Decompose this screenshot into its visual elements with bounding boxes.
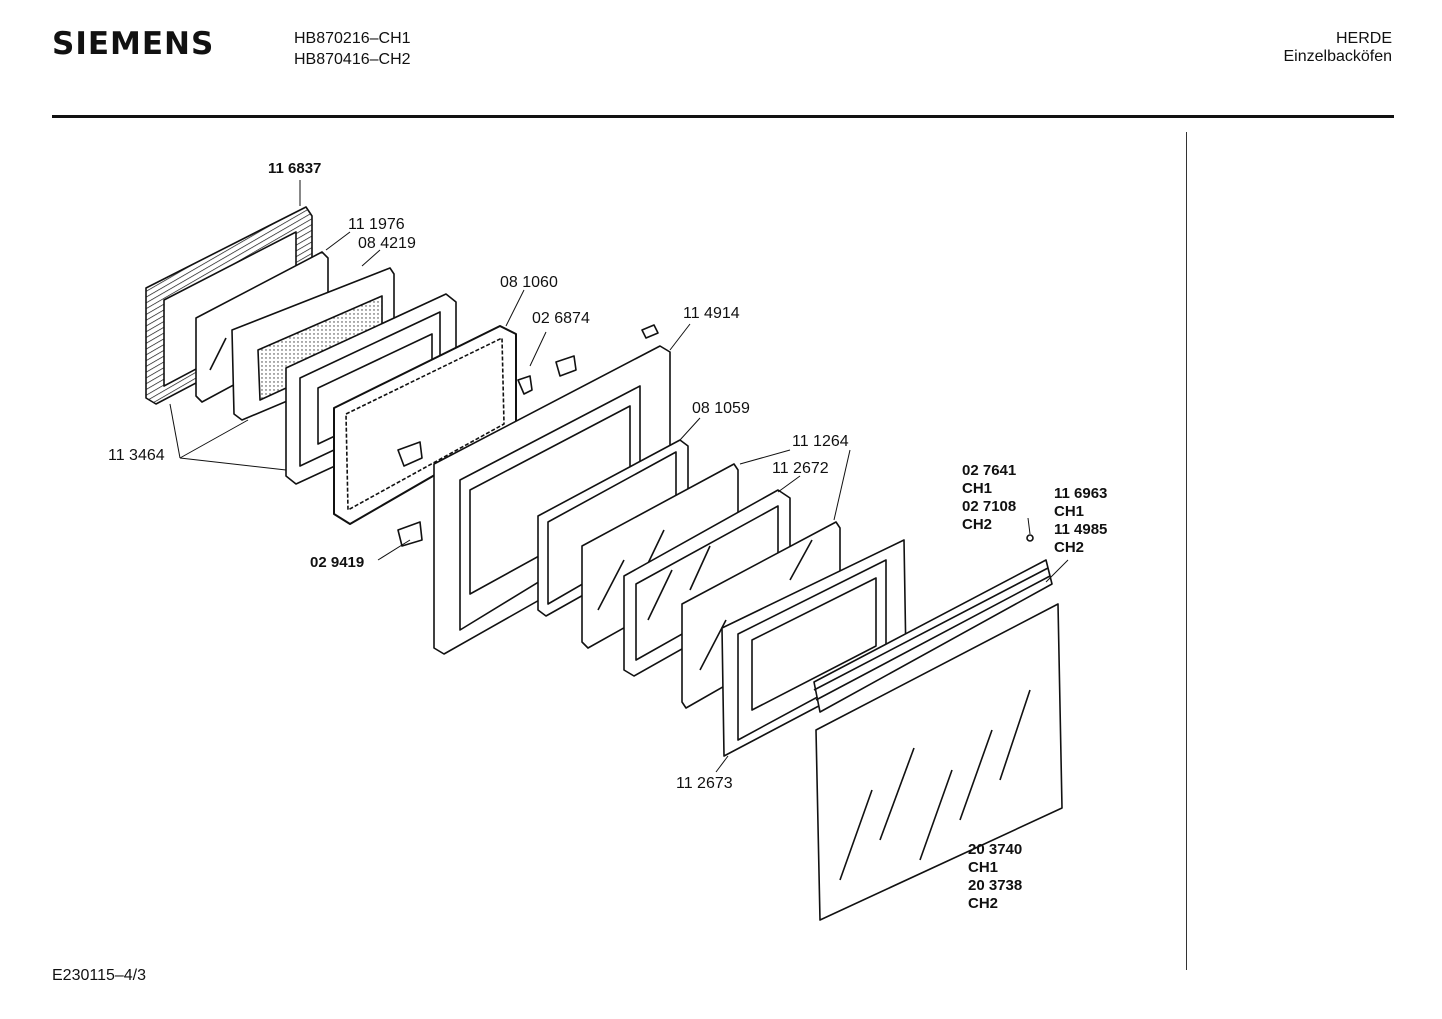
label-026874: 02 6874 — [532, 310, 590, 327]
part-clips — [517, 355, 577, 395]
label-111264: 11 1264 — [792, 433, 849, 450]
label-081060: 08 1060 — [500, 274, 558, 291]
category-title: HERDE — [1335, 30, 1392, 47]
header-rule — [52, 115, 1394, 118]
model-number-2: HB870416–CH2 — [294, 51, 411, 68]
label-116963: 11 6963 CH1 11 4985 CH2 — [1054, 485, 1108, 556]
brand-logo: SIEMENS — [52, 26, 215, 62]
label-112672: 11 2672 — [772, 460, 829, 477]
part-handle-strip — [813, 559, 1053, 713]
label-116837: 11 6837 — [268, 160, 322, 177]
label-081059: 08 1059 — [692, 400, 750, 417]
label-027641: 02 7641 CH1 02 7108 CH2 — [962, 462, 1017, 533]
label-114914: 11 4914 — [683, 305, 740, 322]
label-029419: 02 9419 — [310, 554, 365, 571]
model-number-1: HB870216–CH1 — [294, 30, 411, 47]
label-112673: 11 2673 — [676, 775, 733, 792]
margin-rule — [1186, 132, 1187, 970]
part-front-glass — [815, 603, 1063, 921]
label-113464: 11 3464 — [108, 447, 165, 464]
part-screw — [1026, 534, 1034, 542]
label-084219: 08 4219 — [358, 235, 416, 252]
label-203740: 20 3740 CH1 20 3738 CH2 — [968, 841, 1023, 912]
document-code: E230115–4/3 — [52, 967, 147, 984]
category-subtitle: Einzelbacköfen — [1283, 48, 1392, 65]
label-111976: 11 1976 — [348, 216, 405, 233]
leader-lines — [169, 180, 1069, 773]
